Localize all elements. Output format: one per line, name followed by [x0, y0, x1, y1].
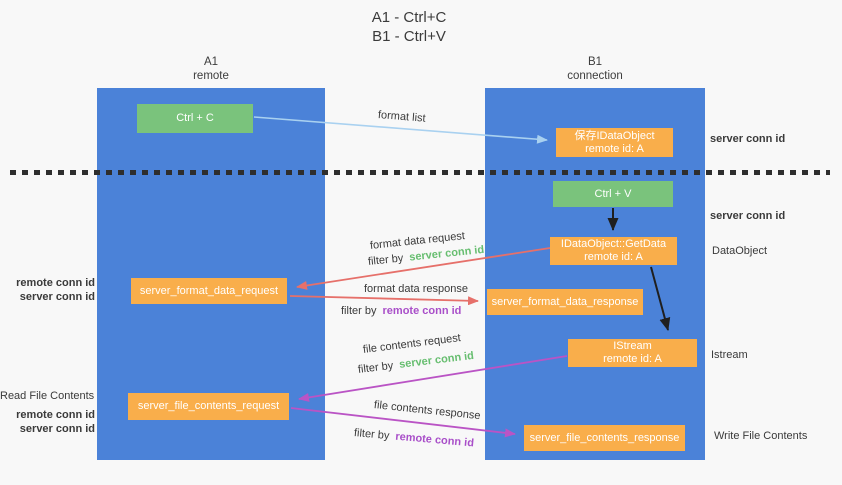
node-server-file-contents-response: server_file_contents_response — [524, 425, 685, 451]
remote-conn-id-text: remote conn id — [382, 305, 462, 317]
filter-by-text: filter by — [353, 427, 390, 443]
remote-conn-id-text: remote conn id — [394, 430, 475, 450]
server-conn-id-left-top-label: server conn id — [19, 291, 95, 303]
server-conn-id-left-bottom-label: server conn id — [19, 423, 95, 435]
node-ctrl-c-label: Ctrl + C — [176, 112, 214, 124]
server-conn-id-text: server conn id — [408, 243, 485, 264]
node-server-format-data-request: server_format_data_request — [131, 278, 287, 304]
title-line-1: A1 - Ctrl+C — [371, 9, 447, 26]
filter-by-remote-conn-id-label-format: filter by remote conn id — [341, 305, 461, 317]
node-server-format-data-response: server_format_data_response — [487, 289, 643, 315]
node-save-idataobject: 保存IDataObject remote id: A — [556, 128, 673, 157]
node-ctrl-c: Ctrl + C — [137, 104, 253, 133]
file-contents-response-text: file contents response — [373, 399, 482, 423]
remote-conn-id-left-bottom-label: remote conn id — [16, 409, 95, 421]
column-b-name: B1 — [587, 56, 603, 68]
node-idataobject-getdata: IDataObject::GetData remote id: A — [550, 237, 677, 265]
node-format-request-label: server_format_data_request — [139, 284, 279, 297]
dotted-divider-line — [10, 170, 830, 175]
node-istream: IStream remote id: A — [568, 339, 697, 367]
node-ctrl-v-label: Ctrl + V — [594, 187, 632, 200]
node-istream-line2: remote id: A — [603, 353, 662, 365]
node-save-idataobject-line1: 保存IDataObject — [574, 129, 655, 142]
server-conn-id-right-top-label: server conn id — [710, 133, 786, 145]
format-list-text: format list — [377, 109, 427, 125]
node-getdata-line2: remote id: A — [584, 251, 643, 263]
node-getdata-line1: IDataObject::GetData — [560, 238, 667, 250]
column-b-header: B1 connection — [485, 55, 705, 83]
write-file-contents-label: Write File Contents — [714, 430, 808, 442]
dataobject-label: DataObject — [712, 245, 768, 257]
server-conn-id-right-mid-label: server conn id — [710, 210, 786, 222]
filter-by-text: filter by — [357, 359, 394, 376]
format-data-response-text: format data response — [364, 283, 468, 295]
node-ctrl-v: Ctrl + V — [553, 181, 673, 207]
format-list-label: format list — [378, 109, 426, 125]
file-contents-response-label: file contents response — [373, 399, 481, 422]
node-file-response-label: server_file_contents_response — [529, 431, 680, 444]
istream-side-label: Istream — [711, 349, 748, 361]
filter-by-text: filter by — [367, 252, 404, 268]
column-a-header: A1 remote — [97, 55, 325, 83]
column-a-role: remote — [193, 70, 229, 82]
node-file-request-label: server_file_contents_request — [137, 400, 280, 412]
node-istream-line1: IStream — [613, 340, 652, 352]
filter-by-remote-conn-id-label-file: filter by remote conn id — [353, 427, 474, 449]
filter-by-text: filter by — [341, 305, 377, 317]
node-format-response-label: server_format_data_response — [491, 295, 639, 308]
read-file-contents-label: Read File Contents — [0, 390, 95, 402]
column-b-role: connection — [567, 70, 623, 82]
diagram-title: A1 - Ctrl+C B1 - Ctrl+V — [0, 8, 818, 46]
node-server-file-contents-request: server_file_contents_request — [128, 393, 289, 420]
remote-conn-id-left-top-label: remote conn id — [16, 277, 95, 289]
server-conn-id-text: server conn id — [398, 349, 475, 371]
title-line-2: B1 - Ctrl+V — [372, 28, 446, 45]
column-a-name: A1 — [203, 56, 219, 68]
node-save-idataobject-line2: remote id: A — [585, 142, 644, 155]
format-data-response-label: format data response — [364, 283, 468, 295]
